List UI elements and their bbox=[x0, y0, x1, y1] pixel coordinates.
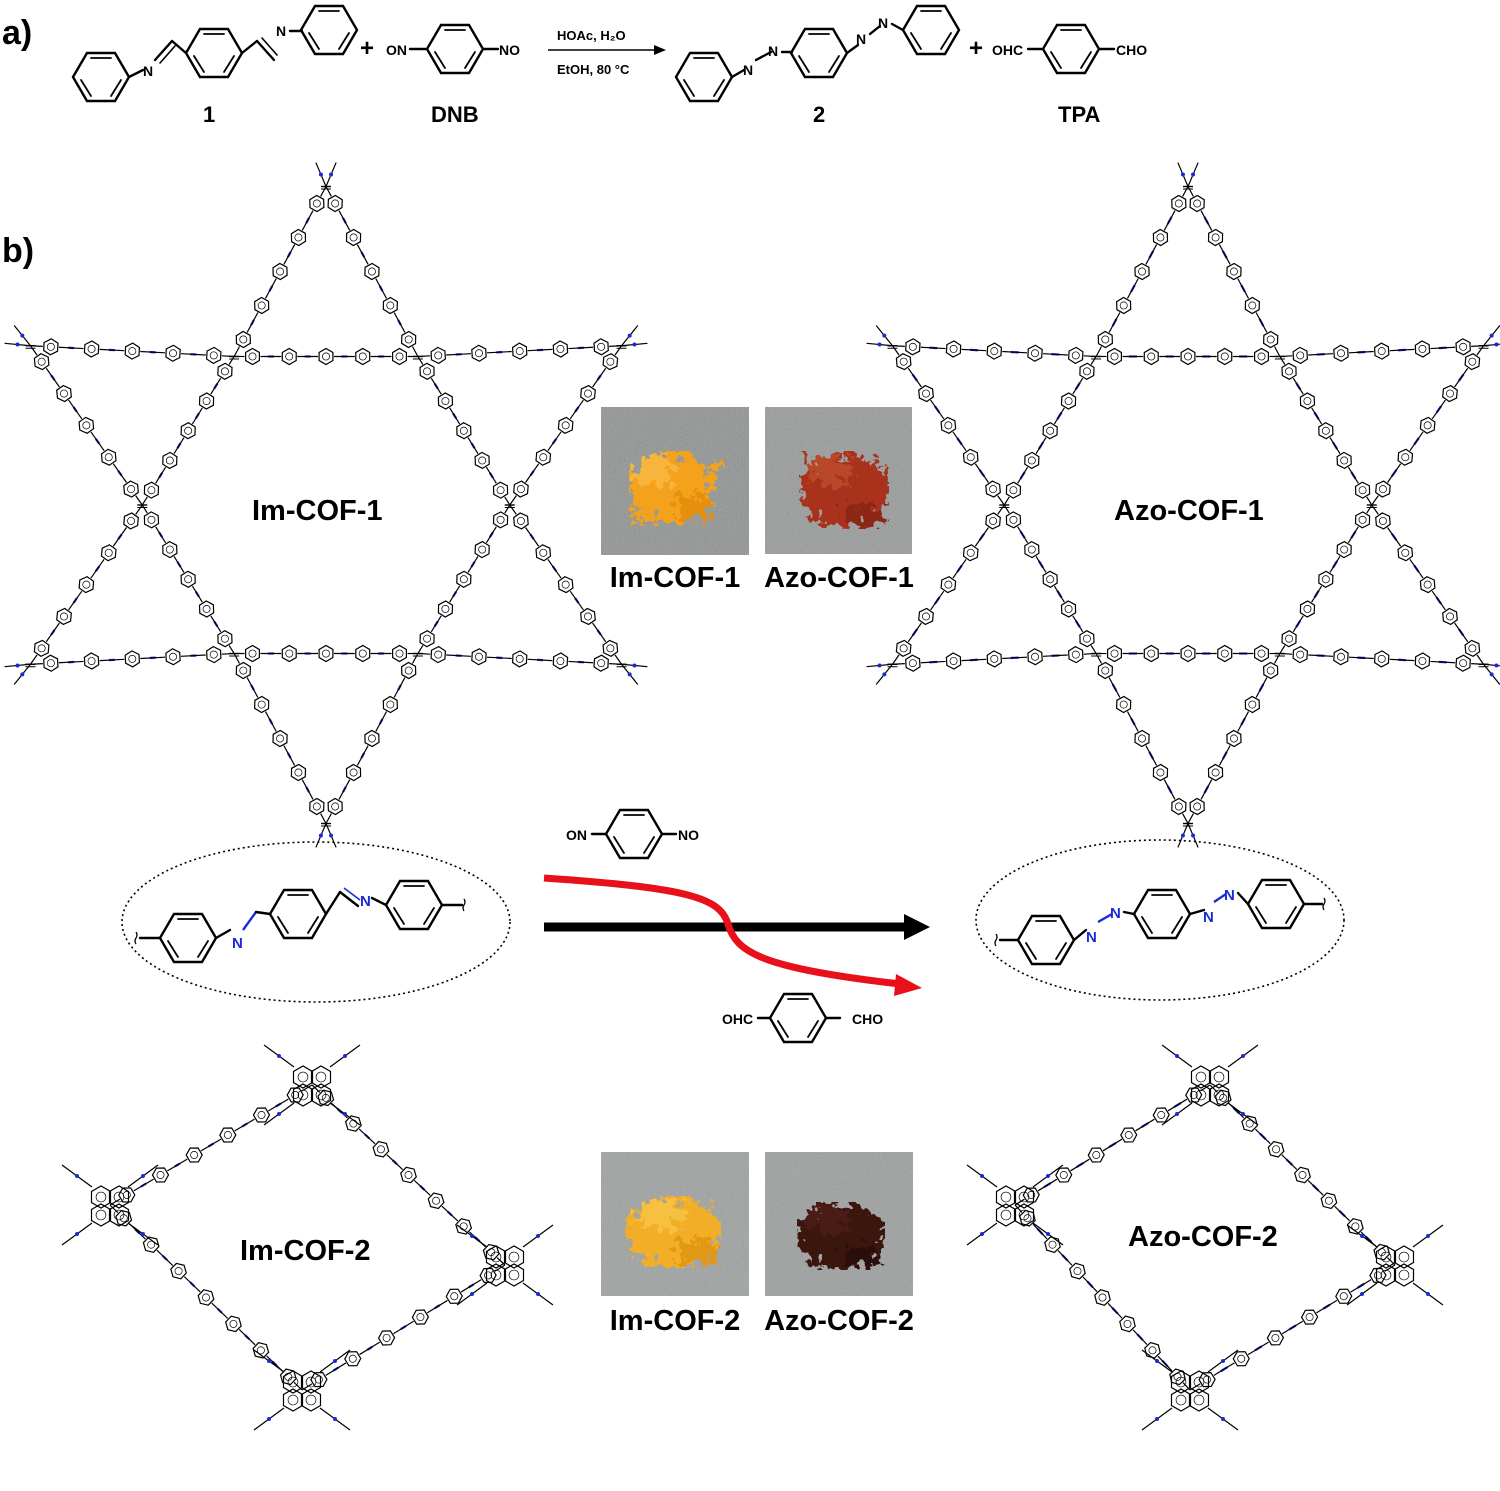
azo-cof-2-photo-caption: Azo-COF-2 bbox=[764, 1305, 914, 1337]
reaction-condition-top: HOAc, H₂O bbox=[557, 28, 626, 43]
tpa-label: TPA bbox=[1058, 102, 1100, 127]
im-cof-1-photo bbox=[601, 407, 749, 555]
azo-cof-1-pore-label: Azo-COF-1 bbox=[1114, 495, 1264, 527]
svg-text:OHC: OHC bbox=[992, 42, 1023, 58]
svg-text:CHO: CHO bbox=[1116, 42, 1147, 58]
azo-cof-1-photo-caption: Azo-COF-1 bbox=[764, 562, 914, 594]
compound-2-label: 2 bbox=[813, 102, 825, 127]
svg-text:NO: NO bbox=[499, 42, 520, 58]
compound-2-structure: N N N N bbox=[674, 4, 961, 103]
plus-sign-2: + bbox=[969, 35, 983, 62]
azo-cof-2-pore-label: Azo-COF-2 bbox=[1128, 1221, 1278, 1253]
svg-text:N: N bbox=[743, 62, 753, 78]
im-cof-2-photo-caption: Im-COF-2 bbox=[609, 1305, 741, 1337]
plus-sign-1: + bbox=[360, 35, 374, 62]
azo-cof-2-framework bbox=[966, 1044, 1444, 1431]
panel-a-label: a) bbox=[2, 14, 32, 52]
reaction-arrow bbox=[548, 45, 666, 55]
svg-text:N: N bbox=[1086, 929, 1097, 946]
im-cof-2-photo bbox=[601, 1152, 749, 1296]
azo-linkage-highlight bbox=[975, 839, 1345, 1001]
svg-text:N: N bbox=[1224, 887, 1235, 904]
svg-text:N: N bbox=[143, 63, 153, 79]
svg-text:OHC: OHC bbox=[722, 1011, 753, 1027]
panel-b-label: b) bbox=[2, 232, 34, 270]
azo-linkage-structure: N N N N bbox=[994, 878, 1326, 966]
svg-text:ON: ON bbox=[566, 827, 587, 843]
svg-text:N: N bbox=[1110, 905, 1121, 922]
tpa-byproduct-structure: OHC CHO bbox=[722, 992, 883, 1044]
reaction-condition-bottom: EtOH, 80 °C bbox=[557, 62, 630, 77]
svg-text:N: N bbox=[232, 935, 243, 952]
svg-text:N: N bbox=[878, 15, 888, 31]
svg-text:N: N bbox=[276, 23, 286, 39]
byproduct-arrow bbox=[543, 874, 922, 996]
azo-cof-2-photo bbox=[765, 1152, 913, 1296]
im-cof-1-photo-caption: Im-COF-1 bbox=[609, 562, 741, 594]
im-cof-1-framework bbox=[4, 162, 648, 848]
im-cof-2-pore-label: Im-COF-2 bbox=[240, 1235, 371, 1267]
svg-text:N: N bbox=[768, 43, 778, 59]
tpa-structure: OHC CHO bbox=[992, 23, 1147, 75]
im-cof-2-framework bbox=[61, 1044, 554, 1431]
compound-1-structure: N N bbox=[71, 4, 359, 103]
compound-1-label: 1 bbox=[203, 102, 215, 127]
dnb-structure: ON NO bbox=[386, 23, 520, 75]
svg-text:CHO: CHO bbox=[852, 1011, 883, 1027]
dnb-label: DNB bbox=[431, 102, 479, 127]
imine-linkage-structure: N N bbox=[134, 879, 466, 964]
azo-cof-1-photo bbox=[765, 407, 912, 554]
imine-linkage-highlight bbox=[121, 841, 511, 1003]
dnb-reagent-structure: ON NO bbox=[566, 808, 699, 860]
im-cof-1-pore-label: Im-COF-1 bbox=[252, 495, 383, 527]
svg-text:N: N bbox=[360, 893, 371, 910]
svg-text:N: N bbox=[856, 31, 866, 47]
svg-text:N: N bbox=[1203, 909, 1214, 926]
svg-text:NO: NO bbox=[678, 827, 699, 843]
svg-text:ON: ON bbox=[386, 42, 407, 58]
azo-cof-1-framework bbox=[866, 162, 1500, 848]
